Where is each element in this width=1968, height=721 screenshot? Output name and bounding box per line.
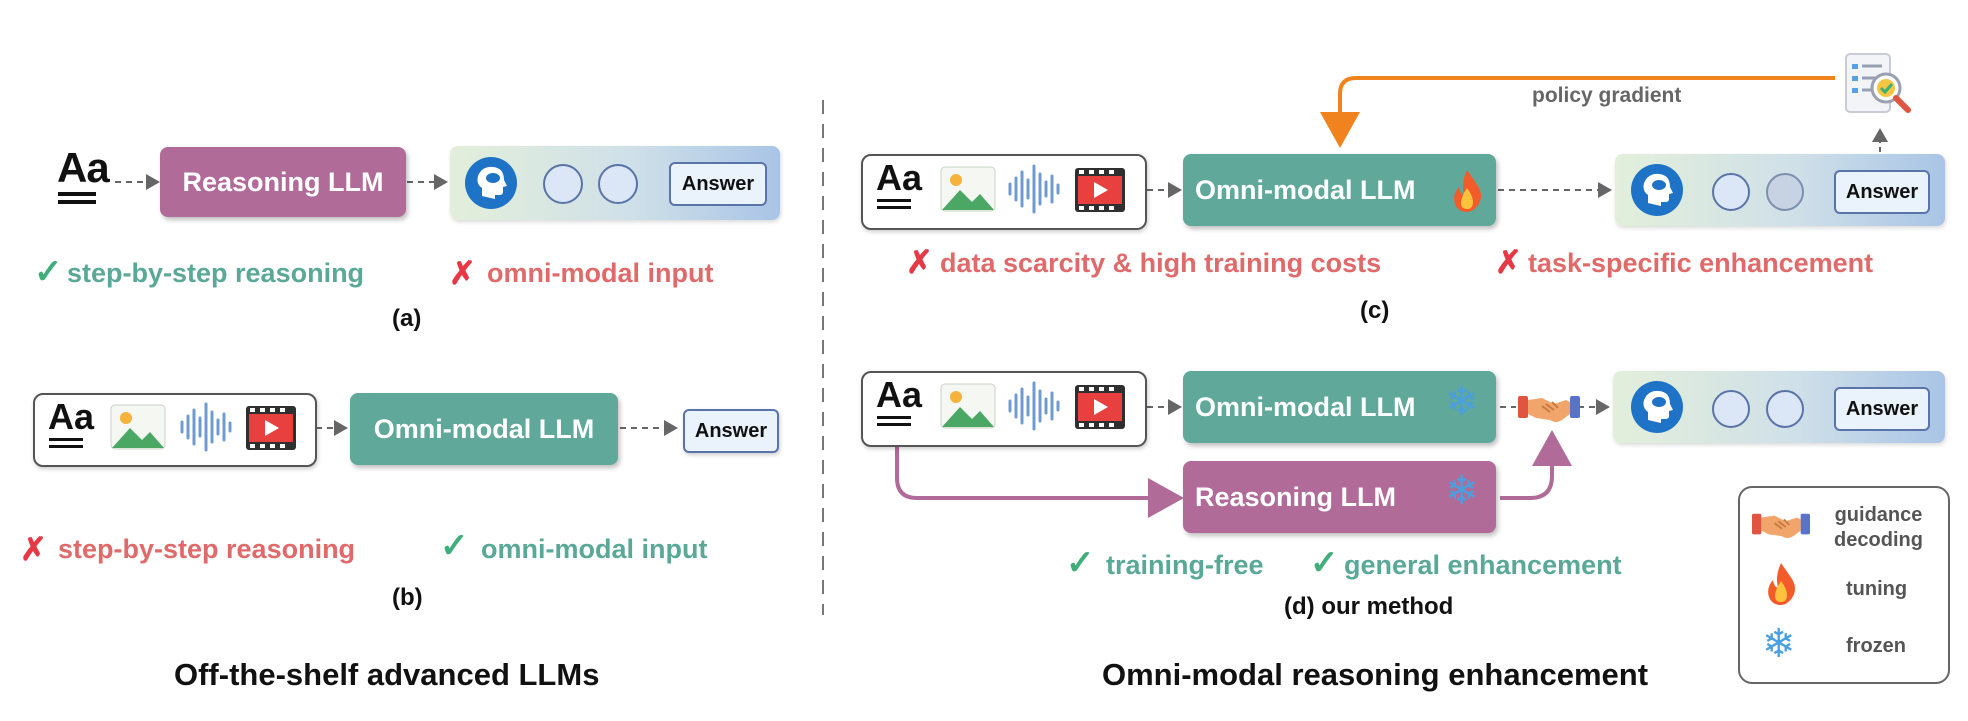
legend-handshake-icon: [1752, 513, 1810, 539]
text-icon-lines: [49, 438, 83, 441]
reasoning-llm-box-d: Reasoning LLM: [1183, 461, 1496, 533]
image-icon: [110, 404, 166, 450]
text-icon: Aa: [48, 396, 95, 437]
policy-gradient-label: policy gradient: [1532, 84, 1682, 107]
caption-b: (b): [392, 584, 423, 611]
audio-waveform-icon: [1008, 164, 1060, 214]
text-icon: Aa: [876, 374, 923, 415]
legend-label-guidance: guidance decoding: [1834, 504, 1923, 551]
reasoning-llm-label-a: Reasoning LLM: [182, 166, 384, 197]
handshake-icon: [1518, 396, 1580, 422]
image-icon: [940, 166, 996, 212]
check-icon: ✓: [1310, 544, 1339, 582]
omni-llm-label-c: Omni-modal LLM: [1195, 174, 1416, 205]
pro-text-a: step-by-step reasoning: [67, 258, 365, 288]
fire-icon: [1454, 170, 1481, 212]
step-node-c-1: [1712, 173, 1750, 211]
check-icon: ✓: [34, 253, 63, 291]
omni-llm-label-d: Omni-modal LLM: [1195, 391, 1416, 422]
reasoning-llm-box-a: Reasoning LLM: [160, 147, 406, 217]
step-node-d-2: [1766, 390, 1804, 428]
text-icon: Aa: [57, 144, 110, 191]
legend-fire-icon: [1768, 563, 1795, 605]
omni-llm-box-c: Omni-modal LLM: [1183, 154, 1496, 226]
legend-label-frozen: frozen: [1846, 635, 1906, 657]
text-icon-lines: [877, 416, 911, 419]
text-icon-lines: [877, 199, 911, 202]
con-text-c-2: task-specific enhancement: [1528, 248, 1874, 278]
snowflake-icon: ❄: [1445, 468, 1479, 514]
cross-icon: ✗: [1495, 244, 1522, 280]
guidance-merge-arrow: [1500, 430, 1572, 500]
answer-box-c: Answer: [1834, 170, 1930, 214]
answer-box-b: Answer: [683, 409, 779, 453]
head-brain-icon-a: [465, 157, 517, 209]
step-node-a-2: [598, 164, 638, 204]
head-brain-icon-d: [1631, 381, 1683, 433]
pro-text-d-1: training-free: [1106, 550, 1264, 580]
video-icon: [1075, 385, 1125, 429]
step-node-c-2: [1766, 173, 1804, 211]
reasoning-branch-arrow: [895, 423, 1184, 518]
check-icon: ✓: [1066, 544, 1095, 582]
evaluation-report-icon: [1845, 53, 1911, 113]
text-icon: Aa: [876, 157, 923, 198]
pro-text-d-2: general enhancement: [1344, 550, 1622, 580]
text-icon-lines: [58, 192, 96, 196]
cross-icon: ✗: [906, 244, 933, 280]
con-text-a: omni-modal input: [487, 258, 714, 288]
con-text-c-1: data scarcity & high training costs: [940, 248, 1382, 278]
answer-box-d: Answer: [1834, 387, 1930, 431]
omni-llm-label-b: Omni-modal LLM: [373, 413, 595, 444]
video-icon: [1075, 168, 1125, 212]
image-icon: [940, 383, 996, 429]
step-node-d-1: [1712, 390, 1750, 428]
cross-icon: ✗: [20, 531, 47, 567]
head-brain-icon-c: [1631, 164, 1683, 216]
policy-gradient-arrow: [1320, 76, 1835, 148]
legend-label-tuning: tuning: [1846, 578, 1908, 600]
con-text-b: step-by-step reasoning: [58, 534, 356, 564]
step-node-a-1: [543, 164, 583, 204]
check-icon: ✓: [440, 527, 469, 565]
omni-llm-box-b: Omni-modal LLM: [350, 393, 618, 465]
cross-icon: ✗: [449, 255, 476, 291]
caption-c: (c): [1360, 297, 1390, 324]
video-icon: [246, 406, 296, 450]
right-section-title: Omni-modal reasoning enhancement: [1102, 657, 1649, 692]
caption-a: (a): [392, 305, 422, 332]
caption-d: (d) our method: [1284, 593, 1454, 620]
left-section-title: Off-the-shelf advanced LLMs: [174, 657, 600, 692]
audio-waveform-icon: [180, 402, 232, 452]
snowflake-icon: ❄: [1445, 379, 1479, 425]
pro-text-b: omni-modal input: [481, 534, 708, 564]
audio-waveform-icon: [1008, 381, 1060, 431]
legend-snowflake-icon: ❄: [1762, 621, 1796, 667]
reasoning-llm-label-d: Reasoning LLM: [1195, 481, 1396, 512]
answer-box-a: Answer: [669, 162, 767, 206]
omni-llm-box-d: Omni-modal LLM: [1183, 371, 1496, 443]
